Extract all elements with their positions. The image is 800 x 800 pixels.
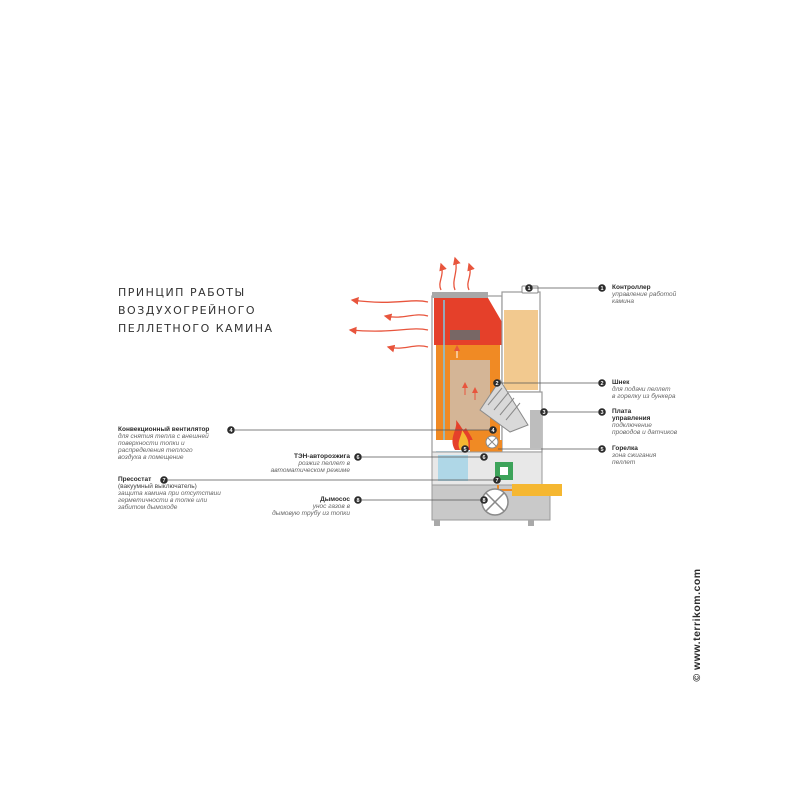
smoke-exhauster-desc-1: унос газов в xyxy=(312,503,350,510)
auger-desc-1: для подачи пеллет xyxy=(612,386,671,393)
svg-text:2: 2 xyxy=(495,381,498,387)
pressostat-desc-2: герметичности в топке или xyxy=(118,497,208,504)
badge-control-board-a: 3 xyxy=(598,408,606,416)
svg-text:3: 3 xyxy=(600,410,603,416)
flame xyxy=(452,420,474,450)
badge-pressostat-b: 7 xyxy=(493,476,501,484)
title-line-2: ВОЗДУХОГРЕЙНОГО xyxy=(118,304,257,317)
pressostat-desc-1: защита камина при отсутствии xyxy=(118,490,221,497)
badge-convection-fan-b: 4 xyxy=(489,426,497,434)
burner-name: Горелка xyxy=(612,445,638,452)
diagram-title: ПРИНЦИП РАБОТЫ ВОЗДУХОГРЕЙНОГО ПЕЛЛЕТНОГ… xyxy=(118,284,274,338)
controller-name: Контроллер xyxy=(612,284,651,291)
badge-convection-fan-a: 4 xyxy=(227,426,235,434)
igniter-desc-2: автоматическом режиме xyxy=(270,467,350,474)
copyright-text: © www.terrikom.com xyxy=(691,568,703,682)
svg-text:3: 3 xyxy=(542,410,545,416)
heat-arrows-up xyxy=(439,256,475,291)
control-board-desc-2: проводов и датчиков xyxy=(612,429,678,436)
convection-fan-name: Конвекционный вентилятор xyxy=(118,426,210,433)
callout-control-board: Плата управления подключение проводов и … xyxy=(612,408,677,436)
svg-text:4: 4 xyxy=(229,428,233,434)
pressostat-name: Пресостат xyxy=(118,476,152,483)
badge-smoke-exhauster-a: 8 xyxy=(354,496,362,504)
igniter-desc-1: розжиг пеллет в xyxy=(298,460,350,467)
number-badges: 1 1 2 2 3 3 5 5 4 4 6 6 7 7 8 8 xyxy=(160,284,606,504)
badge-igniter-a: 6 xyxy=(354,453,362,461)
auger-name: Шнек xyxy=(612,379,630,386)
badge-controller-b: 1 xyxy=(525,284,533,292)
badge-pressostat-a: 7 xyxy=(160,476,168,484)
svg-text:5: 5 xyxy=(463,447,466,453)
callout-controller: Контроллер управление работой камина xyxy=(612,284,676,305)
control-board-desc-1: подключение xyxy=(612,422,652,429)
control-board-name-1: Плата xyxy=(612,408,632,415)
convection-fan-desc-4: воздуха в помещение xyxy=(118,454,184,461)
badge-controller-a: 1 xyxy=(598,284,606,292)
controller-desc-1: управление работой xyxy=(612,291,677,298)
svg-text:7: 7 xyxy=(162,478,165,484)
svg-text:7: 7 xyxy=(495,478,498,484)
svg-text:1: 1 xyxy=(527,286,530,292)
convection-fan-desc-3: распределения теплого xyxy=(118,447,193,454)
callout-igniter: ТЭН-авторозжига розжиг пеллет в автомати… xyxy=(240,453,350,474)
badge-auger-b: 2 xyxy=(493,379,501,387)
callout-pressostat: Пресостат (вакуумный выключатель) защита… xyxy=(118,476,221,511)
svg-text:6: 6 xyxy=(482,455,485,461)
svg-text:6: 6 xyxy=(356,455,359,461)
auger-desc-2: в горелку из бункера xyxy=(612,393,676,400)
callout-auger: Шнек для подачи пеллет в горелку из бунк… xyxy=(612,379,675,400)
callout-lines xyxy=(168,287,598,501)
title-line-1: ПРИНЦИП РАБОТЫ xyxy=(118,286,246,299)
convection-fan-desc-2: поверхности топки и xyxy=(118,440,185,447)
svg-text:5: 5 xyxy=(600,447,603,453)
badge-igniter-b: 6 xyxy=(480,453,488,461)
badge-burner-b: 5 xyxy=(461,445,469,453)
heat-arrows-left xyxy=(348,297,429,353)
controller-desc-2: камина xyxy=(612,298,634,305)
control-board-name-2: управления xyxy=(612,415,651,422)
badge-auger-a: 2 xyxy=(598,379,606,387)
title-line-3: ПЕЛЛЕТНОГО КАМИНА xyxy=(118,322,274,335)
convection-fan-desc-1: для снятия тепла с внешней xyxy=(118,433,209,440)
callout-burner: Горелка зона сжигания пеллет xyxy=(612,445,656,466)
svg-text:2: 2 xyxy=(600,381,603,387)
svg-text:4: 4 xyxy=(491,428,495,434)
burner-desc-2: пеллет xyxy=(612,459,636,466)
igniter-name: ТЭН-авторозжига xyxy=(294,453,350,460)
smoke-exhauster-name: Дымосос xyxy=(320,496,350,503)
callout-convection-fan: Конвекционный вентилятор для снятия тепл… xyxy=(118,426,209,461)
callout-smoke-exhauster: Дымосос унос газов в дымовую трубу из то… xyxy=(240,496,350,517)
svg-text:8: 8 xyxy=(482,498,485,504)
smoke-exhauster-desc-2: дымовую трубу из топки xyxy=(272,510,350,517)
badge-smoke-exhauster-b: 8 xyxy=(480,496,488,504)
badge-control-board-b: 3 xyxy=(540,408,548,416)
svg-text:8: 8 xyxy=(356,498,359,504)
badge-burner-a: 5 xyxy=(598,445,606,453)
fireplace-body xyxy=(431,285,562,526)
auger-screw xyxy=(479,379,529,433)
svg-text:1: 1 xyxy=(600,286,603,292)
pressostat-desc-3: забитом дымоходе xyxy=(118,504,178,511)
pressostat-name-2: (вакуумный выключатель) xyxy=(118,483,197,490)
burner-desc-1: зона сжигания xyxy=(612,452,657,459)
